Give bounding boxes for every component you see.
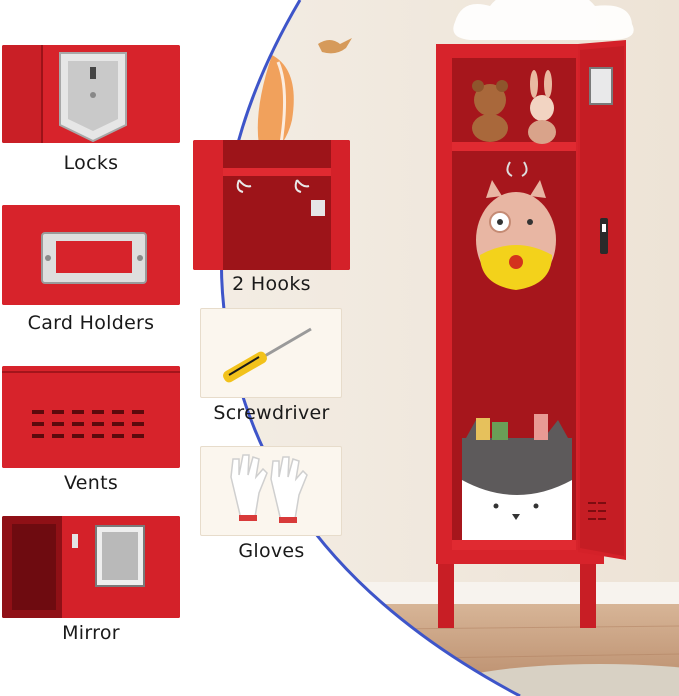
vents-icon <box>2 366 180 468</box>
hooks-image <box>193 140 350 270</box>
screwdriver-label: Screwdriver <box>213 402 330 424</box>
mirror-icon <box>2 516 180 618</box>
card-holder-icon <box>2 205 180 305</box>
mirror-label: Mirror <box>62 622 120 644</box>
hooks-icon <box>193 140 350 270</box>
vents-image <box>2 366 180 468</box>
vents-label: Vents <box>63 472 119 494</box>
locker-product-art <box>436 40 626 628</box>
locks-label: Locks <box>63 152 119 174</box>
locks-image <box>2 45 180 143</box>
screwdriver-icon <box>223 327 312 383</box>
gloves-label: Gloves <box>238 540 305 562</box>
lock-plate-icon <box>2 45 180 143</box>
screwdriver-image <box>200 308 342 398</box>
card-holders-label: Card Holders <box>27 312 155 334</box>
locker-product <box>430 40 630 630</box>
mirror-image <box>2 516 180 618</box>
hooks-label: 2 Hooks <box>232 273 311 295</box>
card-holders-image <box>2 205 180 305</box>
gloves-image <box>200 446 342 536</box>
gloves-icon <box>230 454 308 523</box>
